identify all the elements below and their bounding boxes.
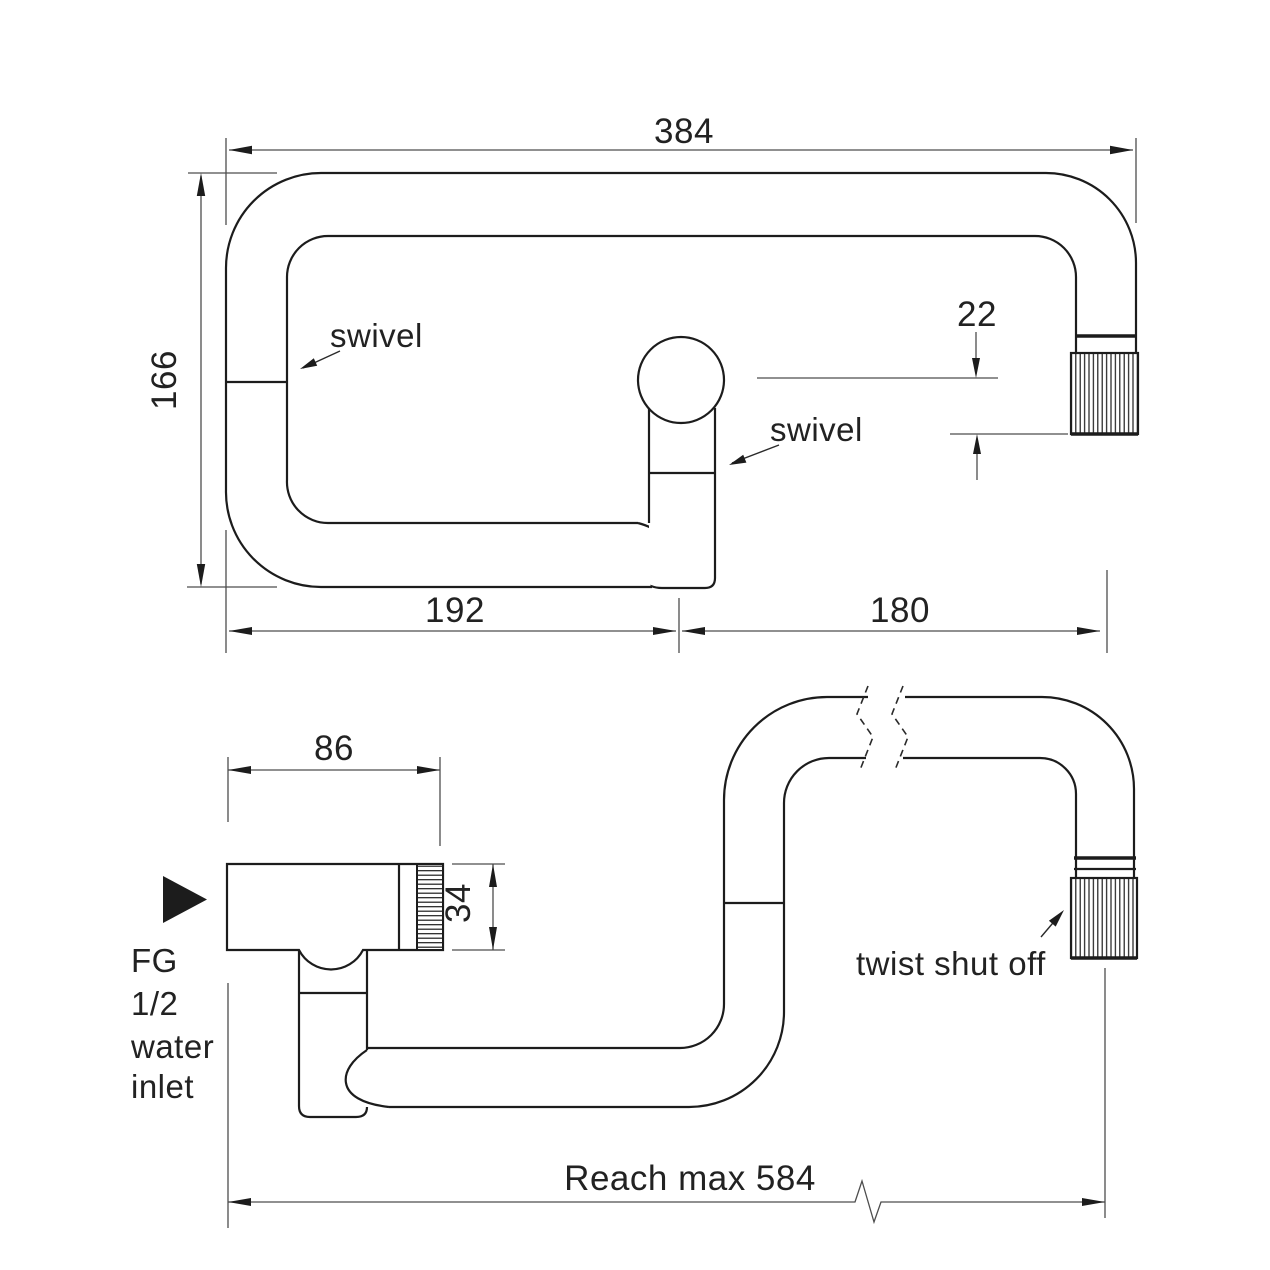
- riser-pillar-outline: [297, 950, 369, 1119]
- inlet-label-line3: water: [130, 1028, 214, 1065]
- pipe-break-symbol: [856, 685, 909, 771]
- dim-166: 166: [145, 172, 277, 588]
- pipe-outer-run: [367, 695, 868, 1050]
- dim-22-label: 22: [957, 295, 997, 334]
- inlet-arrow-icon: [163, 876, 207, 923]
- spout-outer-bottom: [224, 489, 652, 589]
- inlet-label-line1: FG: [131, 942, 178, 979]
- twist-shut-off-label: twist shut off: [856, 945, 1046, 982]
- dim-192-label: 192: [425, 591, 485, 630]
- dim-166-label: 166: [145, 350, 184, 410]
- twist-knurl: [1069, 876, 1139, 960]
- dim-86-label: 86: [314, 729, 354, 768]
- dim-22: 22: [757, 295, 1068, 480]
- spout-outer-outline: [224, 171, 1138, 490]
- spout-inner-outline: [285, 234, 1078, 480]
- inlet-label-line4: inlet: [131, 1068, 194, 1105]
- top-view: 384 166 22 192 180: [145, 112, 1140, 653]
- dim-34-label: 34: [439, 883, 478, 923]
- swivel-label-left: swivel: [330, 317, 423, 354]
- pipe-inner-run-right: [903, 756, 1078, 878]
- valve-knurl: [416, 863, 444, 951]
- aerator-knurl: [1069, 351, 1140, 436]
- dim-34: 34: [439, 863, 505, 951]
- inlet-label-line2: 1/2: [131, 985, 178, 1022]
- dim-180-label: 180: [870, 591, 930, 630]
- dim-384-label: 384: [654, 112, 714, 151]
- dim-192: 192: [225, 530, 680, 653]
- side-view: FG 1/2 water inlet twist shut off: [130, 685, 1139, 1228]
- swivel-callout-center: swivel: [729, 411, 863, 465]
- swivel-label-center: swivel: [770, 411, 863, 448]
- swivel-callout-left: swivel: [300, 317, 423, 369]
- dim-180: 180: [682, 570, 1108, 653]
- dim-384: 384: [225, 112, 1137, 225]
- dim-reach-label: Reach max 584: [564, 1159, 816, 1198]
- dim-reach: Reach max 584: [227, 968, 1106, 1228]
- inlet-label: FG 1/2 water inlet: [130, 942, 214, 1105]
- spout-inner-bottom: [285, 479, 638, 525]
- handle-knob-circle: [636, 335, 726, 425]
- twist-shut-off-callout: twist shut off: [856, 910, 1064, 982]
- valve-body-outline: [225, 862, 445, 971]
- pipe-outer-run-right: [905, 695, 1136, 878]
- dim-86: 86: [227, 729, 441, 846]
- pillar-fill: [649, 408, 715, 588]
- riser-base-flare: [344, 1049, 390, 1109]
- pipe-inner-run: [389, 756, 866, 1109]
- pillar-outline: [647, 408, 717, 590]
